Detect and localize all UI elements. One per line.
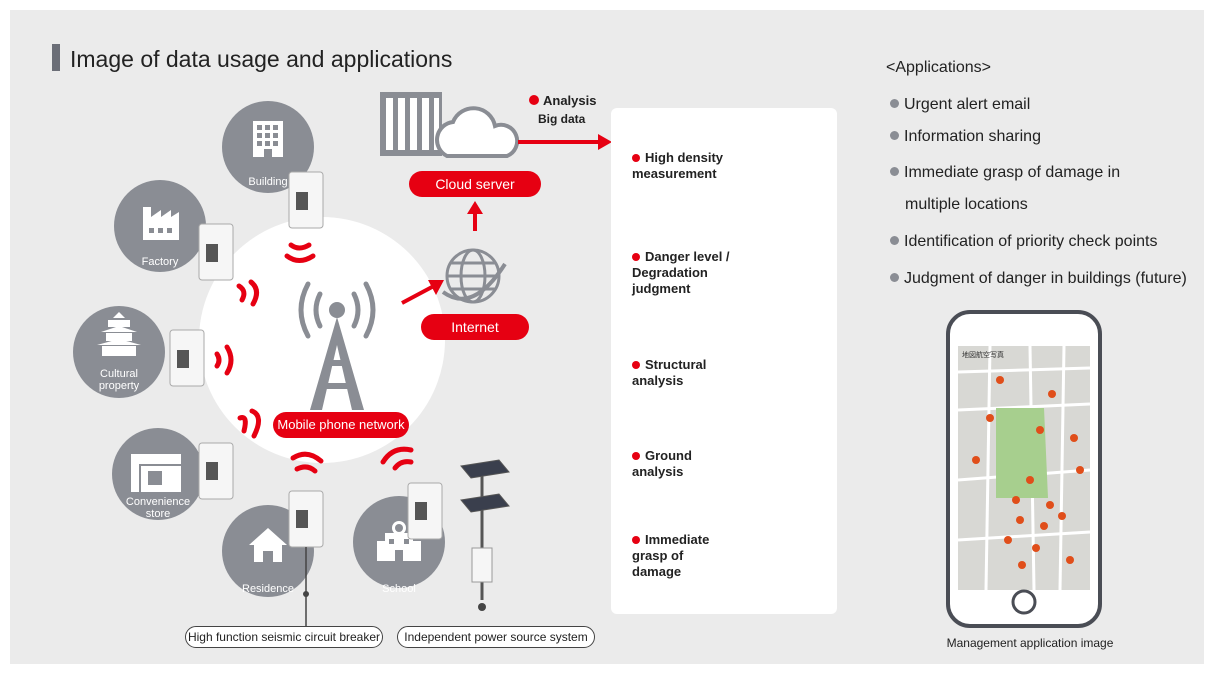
bullet-dot-icon — [632, 361, 640, 369]
breaker-box-icons — [169, 171, 443, 548]
convenience-store-label: Convenience store — [125, 496, 191, 520]
analysis-card — [611, 108, 837, 614]
application-item: Urgent alert email — [890, 93, 1030, 117]
signal-wave-icons — [214, 242, 414, 474]
bullet-icon — [890, 99, 899, 108]
application-item: Immediate grasp of damage in — [890, 161, 1120, 185]
factory-icon — [143, 207, 179, 240]
building-label: Building — [248, 176, 288, 188]
bullet-dot-icon — [632, 452, 640, 460]
application-item: Judgment of danger in buildings (future) — [890, 267, 1187, 291]
cultural-property-label: Cultural property — [98, 368, 140, 392]
analysis-item-structural: Structural analysis — [632, 357, 707, 388]
power-source-callout: Independent power source system — [397, 626, 595, 648]
solar-panel-pole-icon — [460, 459, 510, 611]
server-cloud-icon — [380, 92, 520, 158]
house-icon — [249, 528, 287, 562]
bullet-icon — [890, 273, 899, 282]
page-title: Image of data usage and applications — [70, 46, 453, 72]
seismic-breaker-callout: High function seismic circuit breaker — [185, 626, 383, 648]
big-data-label: Big data — [538, 112, 586, 126]
analysis-dot-icon — [529, 95, 539, 105]
cloud-server-pill: Cloud server — [409, 171, 541, 197]
mobile-network-pill: Mobile phone network — [273, 412, 409, 438]
bullet-icon — [890, 167, 899, 176]
home-button-icon — [1011, 589, 1037, 615]
analysis-item-immediate-damage: Immediate grasp of damage — [632, 532, 710, 579]
analysis-label: Analysis — [543, 93, 597, 108]
map-tab-label: 航空写真 — [976, 352, 1004, 359]
application-item: Identification of priority check points — [890, 230, 1157, 254]
convenience-store-icon — [131, 454, 181, 492]
smartphone-icon — [946, 310, 1102, 628]
title-accent-bar — [52, 44, 60, 71]
bullet-dot-icon — [632, 154, 640, 162]
factory-label: Factory — [141, 256, 179, 268]
antenna-tower-icon — [298, 281, 376, 410]
map-tab-label: 地図 — [962, 352, 976, 359]
internet-pill: Internet — [421, 314, 529, 340]
arrow-to-analysis — [518, 134, 612, 150]
castle-icon — [97, 312, 141, 356]
bullet-dot-icon — [632, 253, 640, 261]
school-label: School — [382, 583, 416, 595]
building-icon — [253, 121, 283, 157]
globe-icon — [441, 248, 507, 304]
map-pin-icons — [972, 376, 1084, 569]
application-item: Information sharing — [890, 125, 1041, 149]
bullet-dot-icon — [632, 536, 640, 544]
bullet-icon — [890, 131, 899, 140]
analysis-item-high-density: High density measurement — [632, 150, 724, 181]
phone-caption: Management application image — [946, 636, 1114, 650]
bullet-icon — [890, 236, 899, 245]
application-item-continued: multiple locations — [905, 196, 1028, 213]
arrow-to-internet — [401, 280, 444, 305]
network-circle — [199, 217, 445, 463]
arrow-to-cloud — [467, 201, 483, 231]
applications-heading: <Applications> — [886, 59, 991, 76]
analysis-item-ground: Ground analysis — [632, 448, 692, 479]
residence-label: Residence — [242, 583, 294, 595]
analysis-item-danger-level: Danger level / Degradation judgment — [632, 249, 730, 296]
